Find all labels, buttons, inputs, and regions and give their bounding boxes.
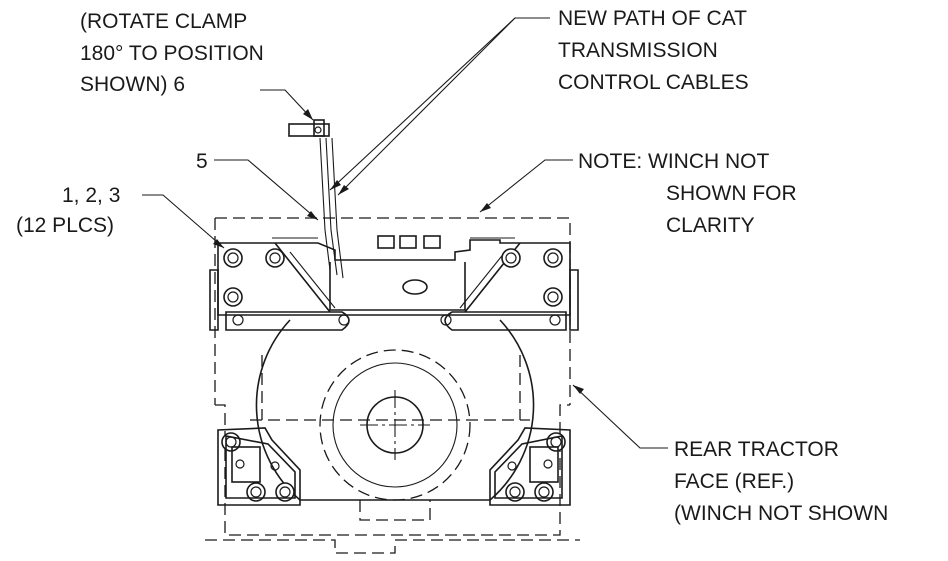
- callout-line: (WINCH NOT SHOWN: [674, 502, 888, 525]
- callout-line: NOTE: WINCH NOT: [578, 150, 769, 173]
- callout-rear-face: REAR TRACTOR FACE (REF.) (WINCH NOT SHOW…: [674, 438, 888, 525]
- lower-bracket-left: [217, 427, 301, 506]
- callout-line: 1, 2, 3: [62, 184, 120, 207]
- mounting-plate: [209, 235, 579, 331]
- bolt: [265, 248, 285, 268]
- bolt: [223, 287, 243, 307]
- bolt: [543, 287, 563, 307]
- callout-line: TRANSMISSION: [558, 39, 718, 62]
- callout-line: NEW PATH OF CAT: [558, 7, 747, 30]
- callout-line: CLARITY: [666, 214, 755, 237]
- clamp: [288, 119, 330, 137]
- callout-line: SHOWN) 6: [80, 73, 185, 96]
- lower-bracket-right: [489, 427, 571, 506]
- control-cables: [319, 137, 344, 279]
- callout-line: REAR TRACTOR: [674, 438, 839, 461]
- bolt: [505, 482, 525, 502]
- callout-note: NOTE: WINCH NOT SHOWN FOR CLARITY: [578, 150, 797, 237]
- callout-line: 180° TO POSITION: [80, 42, 264, 65]
- callout-item-5: 5: [196, 150, 208, 173]
- callout-line: (ROTATE CLAMP: [80, 10, 247, 33]
- bolt: [275, 482, 295, 502]
- callout-line: FACE (REF.): [674, 470, 794, 493]
- callout-line: 5: [196, 150, 208, 173]
- bolt: [246, 482, 266, 502]
- bolt: [223, 248, 243, 268]
- bolt: [543, 248, 563, 268]
- callout-line: SHOWN FOR: [666, 182, 797, 205]
- callout-new-path: NEW PATH OF CAT TRANSMISSION CONTROL CAB…: [558, 7, 749, 94]
- leader-lines: [142, 17, 668, 449]
- callout-line: CONTROL CABLES: [558, 71, 749, 94]
- bolt: [221, 432, 241, 452]
- winch-drum: [255, 319, 535, 501]
- bolt: [501, 248, 521, 268]
- bolt-group: [221, 248, 566, 502]
- bolt: [534, 482, 554, 502]
- callout-rotate-clamp: (ROTATE CLAMP 180° TO POSITION SHOWN) 6: [80, 10, 264, 96]
- tractor-face-outline: [205, 217, 580, 554]
- callout-line: (12 PLCS): [16, 214, 114, 237]
- callout-items-123: 1, 2, 3 (12 PLCS): [16, 184, 120, 237]
